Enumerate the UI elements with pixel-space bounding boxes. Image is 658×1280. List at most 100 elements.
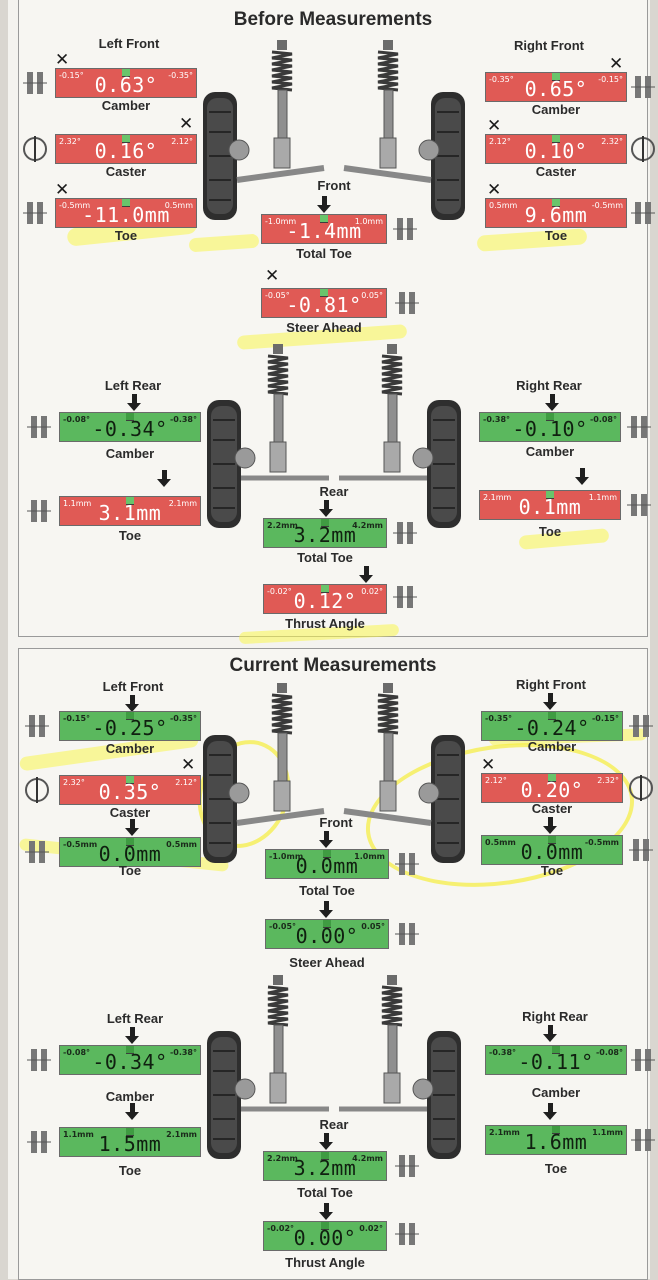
current-measurements-panel: Current Measurements [18,648,655,1280]
before-left-rear-camber-box: -0.08° -0.38° -0.34° [59,412,201,442]
caster-label: Caster [109,805,151,820]
steer-ahead-label: Steer Ahead [289,955,365,970]
total-toe-icon [393,217,417,241]
thrust-angle-icon [395,1222,419,1246]
toe-wheels-icon [631,1128,655,1152]
x-mark-icon: ✕ [55,50,70,70]
camber-wheel-icon [27,1048,51,1072]
toe-label: Toe [118,528,142,543]
camber-label: Camber [525,444,575,459]
current-thrust-angle-box: -0.02° 0.02° 0.00° [263,1221,387,1251]
before-right-rear-toe-box: 2.1mm 1.1mm 0.1mm [479,490,621,520]
before-left-front-caster-box: 2.32° 2.12° 0.16° [55,134,197,164]
before-left-rear-toe-box: 1.1mm 2.1mm 3.1mm [59,496,201,526]
right-rear-label: Right Rear [522,1009,588,1024]
camber-wheel-icon [631,1048,655,1072]
caster-label: Caster [535,164,577,179]
camber-wheel-icon [25,714,49,738]
total-toe-icon [395,1154,419,1178]
camber-label: Camber [531,102,581,117]
x-mark-icon: ✕ [609,54,624,74]
left-front-label: Left Front [102,679,164,694]
current-right-front-caster-box: 2.12° 2.32° 0.20° [481,773,623,803]
x-mark-icon: ✕ [179,114,194,134]
caster-label: Caster [105,164,147,179]
before-left-front-camber-box: -0.15° -0.35° 0.63° [55,68,197,98]
toe-label: Toe [538,524,562,539]
current-rear-total-toe-box: 2.2mm 4.2mm 3.2mm [263,1151,387,1181]
caster-wheel-icon [25,777,49,803]
total-toe-label: Total Toe [297,1185,353,1200]
before-left-front-toe-box: -0.5mm 0.5mm -11.0mm [55,198,197,228]
camber-wheel-icon [629,714,653,738]
thrust-angle-label: Thrust Angle [285,616,365,631]
right-front-label: Right Front [513,38,585,53]
x-mark-icon: ✕ [481,755,496,775]
steer-ahead-label: Steer Ahead [286,320,362,335]
camber-label: Camber [531,1085,581,1100]
toe-wheels-icon [23,201,47,225]
before-section-title: Before Measurements [233,9,433,30]
x-mark-icon: ✕ [55,180,70,200]
toe-label: Toe [118,863,142,878]
toe-wheels-icon [627,493,651,517]
toe-label: Toe [114,228,138,243]
current-left-rear-toe-box: 1.1mm 2.1mm 1.5mm [59,1127,201,1157]
right-rear-label: Right Rear [516,378,582,393]
camber-label: Camber [101,98,151,113]
left-rear-label: Left Rear [106,1011,164,1026]
before-measurements-panel: Before Measurements [18,0,655,645]
rear-heading: Rear [319,484,349,499]
caster-wheel-icon [23,136,47,162]
highlighter-mark [188,233,260,253]
front-suspension-graphic [202,683,466,864]
caster-wheel-icon [629,775,653,801]
toe-label: Toe [544,228,568,243]
before-right-front-toe-box: 0.5mm -0.5mm 9.6mm [485,198,627,228]
toe-label: Toe [544,1161,568,1176]
camber-label: Camber [527,739,577,754]
x-mark-icon: ✕ [487,180,502,200]
thrust-angle-icon [393,585,417,609]
steer-ahead-icon [395,291,419,315]
camber-label: Camber [105,446,155,461]
rear-heading: Rear [319,1117,349,1132]
toe-wheels-icon [629,838,653,862]
current-right-rear-camber-box: -0.38° -0.08° -0.11° [485,1045,627,1075]
rear-suspension-graphic [206,975,462,1160]
before-right-rear-camber-box: -0.38° -0.08° -0.10° [479,412,621,442]
camber-label: Camber [105,741,155,756]
thrust-angle-label: Thrust Angle [285,1255,365,1270]
x-mark-icon: ✕ [265,266,280,286]
toe-label: Toe [540,863,564,878]
current-front-total-toe-box: -1.0mm 1.0mm 0.0mm [265,849,389,879]
x-mark-icon: ✕ [487,116,502,136]
camber-wheel-icon [27,415,51,439]
total-toe-label: Total Toe [296,246,352,261]
before-right-front-caster-box: 2.12° 2.32° 0.10° [485,134,627,164]
toe-label: Toe [118,1163,142,1178]
current-left-front-toe-box: -0.5mm 0.5mm 0.0mm [59,837,201,867]
camber-wheel-icon [627,415,651,439]
left-rear-label: Left Rear [104,378,162,393]
total-toe-label: Total Toe [299,883,355,898]
front-suspension-graphic [202,40,466,221]
left-front-label: Left Front [98,36,160,51]
toe-wheels-icon [27,1130,51,1154]
camber-wheel-icon [23,71,47,95]
before-thrust-angle-box: -0.02° 0.02° 0.12° [263,584,387,614]
front-heading: Front [319,815,353,830]
current-left-front-caster-box: 2.32° 2.12° 0.35° [59,775,201,805]
current-left-front-camber-box: -0.15° -0.35° -0.25° [59,711,201,741]
total-toe-icon [395,852,419,876]
current-left-rear-camber-box: -0.08° -0.38° -0.34° [59,1045,201,1075]
before-front-total-toe-box: -1.0mm 1.0mm -1.4mm [261,214,387,244]
current-right-rear-toe-box: 2.1mm 1.1mm 1.6mm [485,1125,627,1155]
camber-label: Camber [105,1089,155,1104]
camber-wheel-icon [631,75,655,99]
total-toe-icon [393,521,417,545]
before-rear-total-toe-box: 2.2mm 4.2mm 3.2mm [263,518,387,548]
x-mark-icon: ✕ [181,755,196,775]
alignment-report-sheet: Before Measurements [8,0,655,1280]
before-right-front-camber-box: -0.35° -0.15° 0.65° [485,72,627,102]
